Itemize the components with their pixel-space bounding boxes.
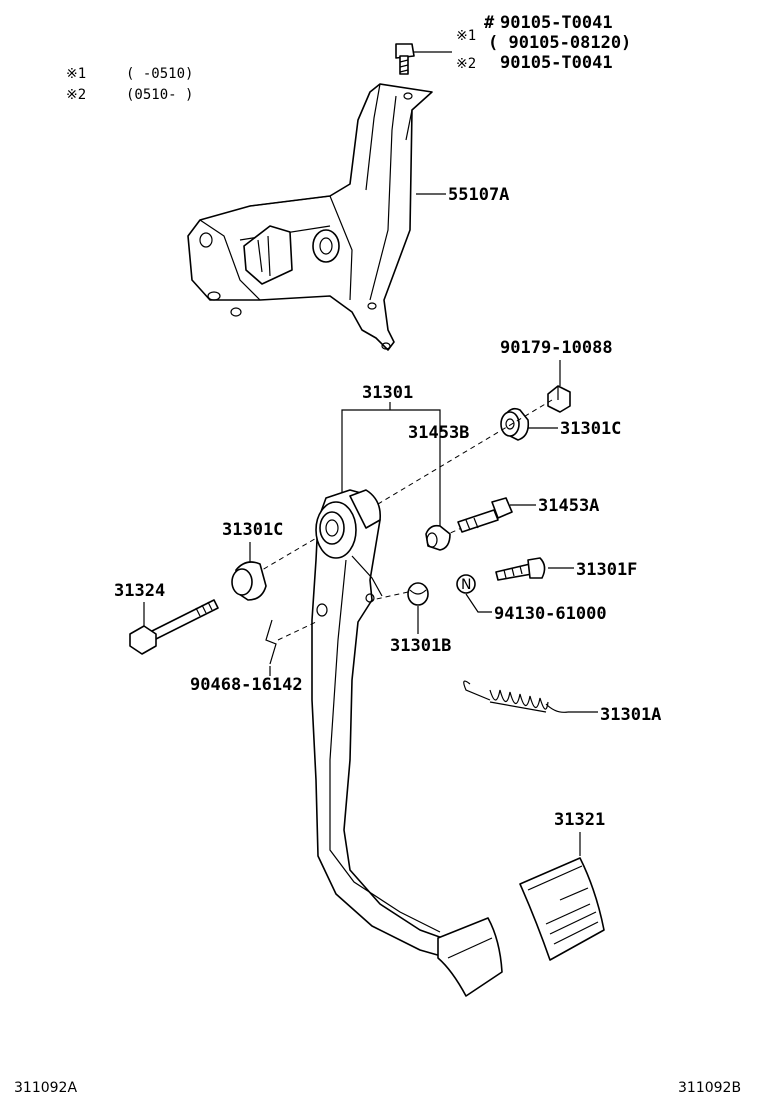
bolt-callout: ※1 # 90105-T0041 ( 90105-08120) ※2 90105… — [412, 13, 631, 73]
return-spring — [463, 680, 569, 713]
label-pad: 31321 — [554, 810, 605, 830]
bolt-pin — [457, 497, 513, 533]
label-nut: 90179-10088 — [500, 338, 613, 358]
bushing-right — [500, 407, 530, 441]
footer-code-left: 311092A — [14, 1080, 77, 1096]
new-part-mark: N — [456, 574, 476, 594]
bolt-part-1: 90105-T0041 — [500, 13, 613, 33]
bolt-part-3: 90105-T0041 — [500, 53, 613, 73]
label-bracket: 55107A — [448, 185, 509, 205]
bushing-left — [231, 561, 267, 601]
bracket-bolt — [395, 43, 415, 75]
label-screw: 31301F — [576, 560, 637, 580]
pedal-arm — [311, 489, 503, 997]
note-2-mark: ※2 — [66, 87, 86, 103]
clip — [265, 619, 317, 665]
nut — [547, 385, 571, 413]
label-collar: 31453B — [408, 423, 469, 443]
footer-code-right: 311092B — [678, 1080, 741, 1096]
stopper — [407, 582, 429, 606]
bolt-note-1-mark: ※1 — [456, 28, 476, 44]
label-pedal-assy: 31301 — [362, 383, 413, 403]
collar — [425, 524, 451, 551]
screw — [495, 557, 546, 581]
label-bushing-left: 31301C — [222, 520, 283, 540]
serial-notes: ※1 ( -0510) ※2 (0510- ) — [66, 66, 193, 103]
bolt-note-2-mark: ※2 — [456, 56, 476, 72]
n-mark: N — [461, 577, 471, 593]
n-part-leader — [465, 593, 492, 613]
label-bolt-pin: 31453A — [538, 496, 599, 516]
bolt-part-2: ( 90105-08120) — [488, 33, 631, 53]
pedal-bracket — [187, 83, 446, 351]
bolt-long — [129, 599, 219, 655]
note-1-mark: ※1 — [66, 66, 86, 82]
pedal-assy-bracket-line — [341, 409, 441, 526]
pedal-pad — [519, 857, 605, 961]
label-bushing-right: 31301C — [560, 419, 621, 439]
note-2-range: (0510- ) — [126, 87, 193, 103]
label-n-part: 94130-61000 — [494, 604, 607, 624]
bolt-hash-mark: # — [484, 13, 495, 33]
label-clip: 90468-16142 — [190, 675, 303, 695]
label-stopper: 31301B — [390, 636, 451, 656]
label-bolt-long: 31324 — [114, 581, 165, 601]
label-spring: 31301A — [600, 705, 661, 725]
note-1-range: ( -0510) — [126, 66, 193, 82]
